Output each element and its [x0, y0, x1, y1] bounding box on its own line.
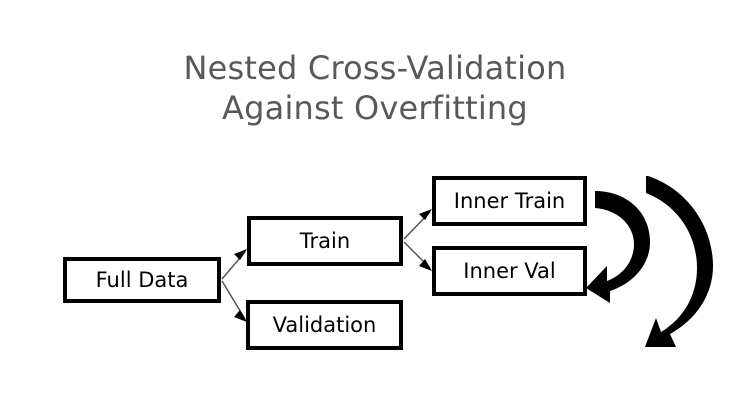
edge-full-data-to-validation	[221, 280, 247, 322]
page-title: Nested Cross-Validation Against Overfitt…	[0, 48, 750, 128]
node-inner-val[interactable]: Inner Val	[432, 246, 587, 296]
node-inner-train[interactable]: Inner Train	[432, 176, 587, 226]
node-train[interactable]: Train	[247, 216, 403, 266]
inner-cv-loop-arrow	[586, 191, 650, 303]
node-full-data[interactable]: Full Data	[63, 257, 221, 303]
node-validation[interactable]: Validation	[246, 300, 403, 350]
node-train-label: Train	[299, 228, 351, 253]
title-line-2: Against Overfitting	[222, 89, 528, 127]
outer-cv-loop-arrow	[645, 176, 713, 347]
title-line-1: Nested Cross-Validation	[183, 49, 567, 87]
node-validation-label: Validation	[272, 312, 377, 337]
edge-train-to-inner-train	[403, 209, 432, 240]
edge-train-to-inner-val	[403, 241, 432, 271]
edge-full-data-to-train	[221, 249, 247, 280]
node-inner-val-label: Inner Val	[463, 258, 556, 283]
node-inner-train-label: Inner Train	[453, 188, 566, 213]
node-full-data-label: Full Data	[95, 267, 189, 292]
